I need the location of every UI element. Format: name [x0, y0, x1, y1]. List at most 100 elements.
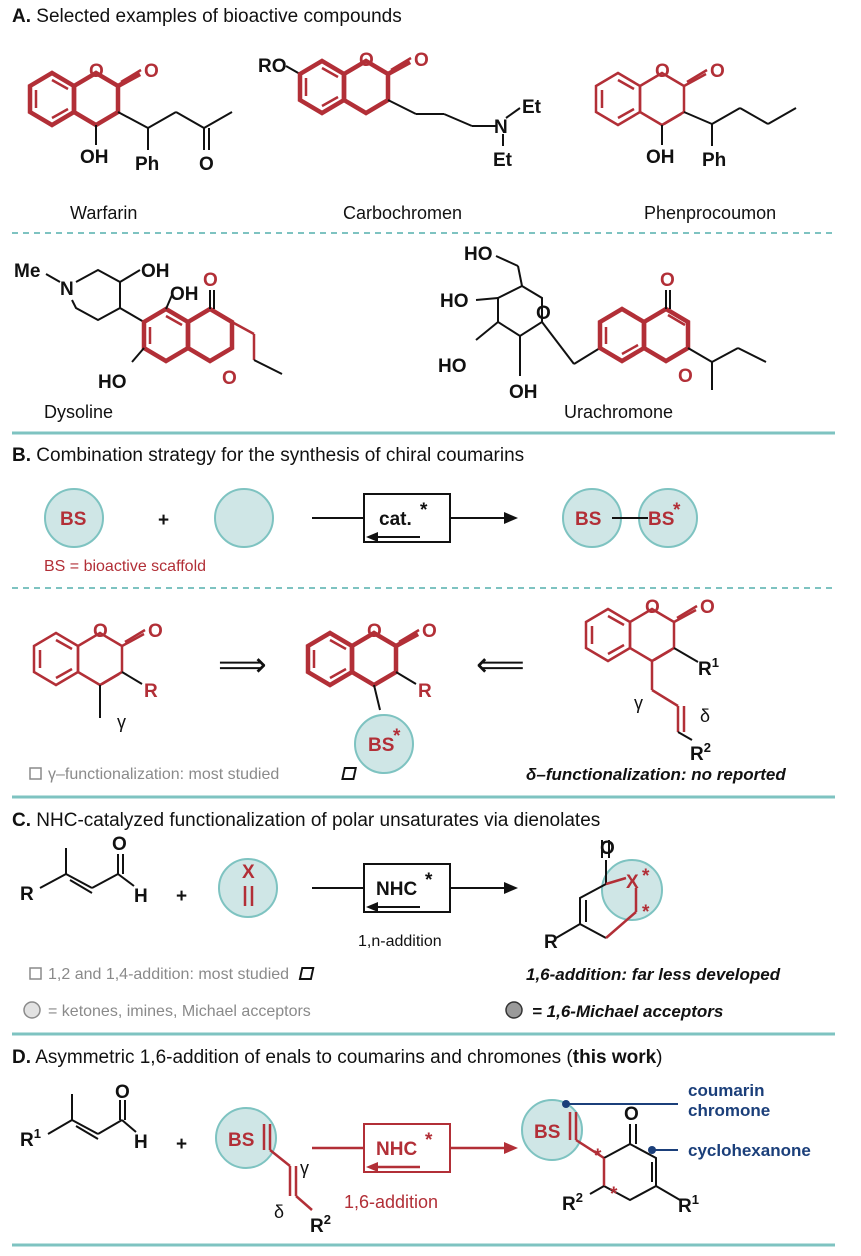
vinyl-coumarin: O O R1 γ δ R2: [584, 597, 719, 765]
svg-text:O: O: [112, 834, 127, 855]
svg-text:O: O: [203, 270, 218, 291]
chiral-coumarin-target: O O R: [305, 621, 437, 711]
svg-text:OH: OH: [141, 261, 170, 282]
svg-text:OH: OH: [646, 147, 675, 168]
svg-text:*: *: [393, 726, 401, 747]
svg-text:O: O: [199, 154, 214, 175]
svg-text:O: O: [148, 621, 163, 642]
svg-text:γ: γ: [634, 693, 643, 713]
svg-text:X: X: [626, 872, 639, 893]
svg-text:HO: HO: [98, 372, 127, 393]
svg-text:1,n-addition: 1,n-addition: [358, 933, 442, 950]
svg-text:O: O: [222, 368, 237, 389]
warfarin-structure: O O OH Ph O: [27, 61, 233, 175]
urachromone-structure: HO HO HO OH O O O: [438, 244, 767, 403]
svg-text:O: O: [115, 1082, 130, 1103]
svg-text:γ–functionalization: most stud: γ–functionalization: most studied: [48, 766, 279, 783]
svg-text:cat.: cat.: [379, 509, 412, 530]
phenprocoumon-label: Phenprocoumon: [644, 203, 776, 223]
svg-text:R: R: [418, 681, 432, 702]
svg-text:R: R: [144, 681, 158, 702]
retro-arrow-left: ⟸: [476, 646, 525, 684]
svg-text:= 1,6-Michael acceptors: = 1,6-Michael acceptors: [532, 1002, 723, 1021]
svg-text:δ: δ: [274, 1202, 284, 1222]
urachromone-label: Urachromone: [564, 402, 673, 422]
svg-text:OH: OH: [509, 382, 538, 403]
polar-unsaturate-circle: [218, 858, 278, 918]
legend-light: = ketones, imines, Michael acceptors: [23, 1001, 311, 1020]
svg-text:BS: BS: [575, 509, 601, 530]
svg-text:δ: δ: [700, 706, 710, 726]
svg-text:R1: R1: [20, 1126, 41, 1151]
svg-text:HO: HO: [438, 356, 467, 377]
callout-coumarin-chromone: coumarin chromone: [562, 1081, 770, 1120]
carbochromen-label: Carbochromen: [343, 203, 462, 223]
svg-text:BS: BS: [534, 1122, 560, 1143]
svg-text:γ: γ: [300, 1158, 309, 1178]
svg-text:O: O: [359, 50, 374, 71]
legend-dark: = 1,6-Michael acceptors: [505, 1001, 723, 1021]
svg-text:HO: HO: [440, 291, 469, 312]
product-c: O X * * R: [544, 838, 663, 953]
chiral-bs-circle: [354, 714, 414, 774]
plus-sign-c: +: [176, 886, 187, 907]
plus-sign-d: +: [176, 1134, 187, 1155]
svg-text:O: O: [93, 621, 108, 642]
dysoline-structure: Me N OH OH O O HO: [14, 261, 283, 393]
carbochromen-structure: RO O O N Et Et: [258, 50, 542, 171]
svg-text:*: *: [420, 500, 428, 521]
bs-definition: BS = bioactive scaffold: [44, 558, 206, 575]
svg-text:H: H: [134, 886, 148, 907]
svg-text:cyclohexanone: cyclohexanone: [688, 1141, 811, 1160]
product-d: BS O * * R2 R1: [521, 1099, 699, 1217]
svg-text:R2: R2: [690, 740, 711, 765]
catalyst-arrow-c: NHC * 1,n-addition: [312, 863, 518, 950]
retro-arrow-right: ⟹: [218, 646, 267, 684]
svg-text:X: X: [242, 862, 255, 883]
svg-text:R2: R2: [310, 1212, 331, 1237]
section-d-heading: D. Asymmetric 1,6-addition of enals to c…: [12, 1047, 663, 1068]
svg-text:BS: BS: [228, 1130, 254, 1151]
svg-text:O: O: [678, 366, 693, 387]
svg-text:O: O: [645, 597, 660, 618]
svg-text:*: *: [594, 1146, 602, 1167]
note-16: 1,6-addition: far less developed: [298, 965, 781, 984]
svg-text:*: *: [642, 902, 650, 923]
enal-c: O R H: [20, 834, 148, 907]
plus-sign: +: [158, 510, 169, 531]
svg-text:OH: OH: [170, 284, 199, 305]
svg-text:coumarin: coumarin: [688, 1081, 765, 1100]
svg-text:1,2 and 1,4-addition: most stu: 1,2 and 1,4-addition: most studied: [48, 966, 289, 983]
svg-text:RO: RO: [258, 56, 287, 77]
note-12-14: 1,2 and 1,4-addition: most studied: [29, 966, 289, 983]
svg-text:R: R: [544, 932, 558, 953]
section-c-heading: C. NHC-catalyzed functionalization of po…: [12, 810, 600, 831]
section-b-heading: B. Combination strategy for the synthesi…: [12, 445, 524, 466]
svg-text:O: O: [536, 303, 551, 324]
svg-text:chromone: chromone: [688, 1101, 770, 1120]
svg-text:HO: HO: [464, 244, 493, 265]
svg-text:BS: BS: [60, 509, 86, 530]
gamma-note: γ–functionalization: most studied: [29, 766, 279, 783]
svg-text:OH: OH: [80, 147, 109, 168]
svg-text:1,6-addition: 1,6-addition: [344, 1192, 438, 1212]
catalyst-arrow-d: NHC * 1,6-addition: [312, 1123, 518, 1212]
svg-text:Ph: Ph: [702, 150, 726, 171]
svg-text:*: *: [642, 866, 650, 887]
svg-text:Ph: Ph: [135, 154, 159, 175]
svg-text:O: O: [600, 838, 615, 859]
svg-text:R1: R1: [678, 1192, 699, 1217]
delta-note: δ–functionalization: no reported: [341, 765, 786, 784]
svg-text:O: O: [422, 621, 437, 642]
svg-text:*: *: [425, 1130, 433, 1151]
svg-text:1,6-addition: far less develop: 1,6-addition: far less developed: [526, 965, 781, 984]
catalyst-arrow-b: cat. *: [312, 493, 518, 543]
michael-acceptor-d: BS γ δ R2: [215, 1107, 331, 1237]
svg-text:N: N: [494, 117, 508, 138]
svg-text:Et: Et: [522, 97, 542, 118]
svg-text:O: O: [655, 61, 670, 82]
svg-text:NHC: NHC: [376, 879, 417, 900]
svg-text:γ: γ: [117, 712, 126, 732]
partner-circle: [214, 488, 274, 548]
